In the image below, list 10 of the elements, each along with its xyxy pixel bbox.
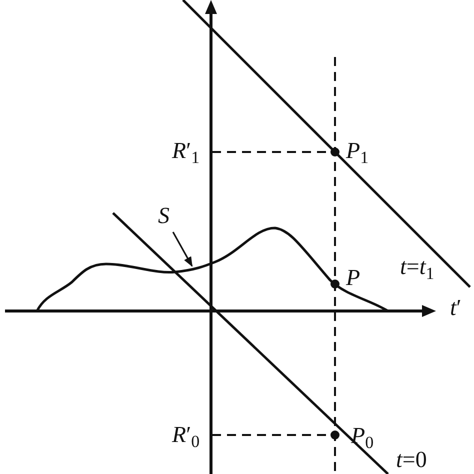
point-label: P <box>346 266 360 289</box>
leader-arrow <box>172 232 193 267</box>
curve-label: S <box>158 204 170 227</box>
axis-label: R′$_{1}$ <box>172 139 200 166</box>
line-label: t=t$_{1}$ <box>400 255 434 282</box>
line-label: t=0 <box>396 448 427 471</box>
point-label: P$_{1}$ <box>346 139 369 166</box>
axis-label: t′ <box>450 296 462 319</box>
curve <box>36 226 389 312</box>
axis-label: R′$_{0}$ <box>172 423 200 450</box>
